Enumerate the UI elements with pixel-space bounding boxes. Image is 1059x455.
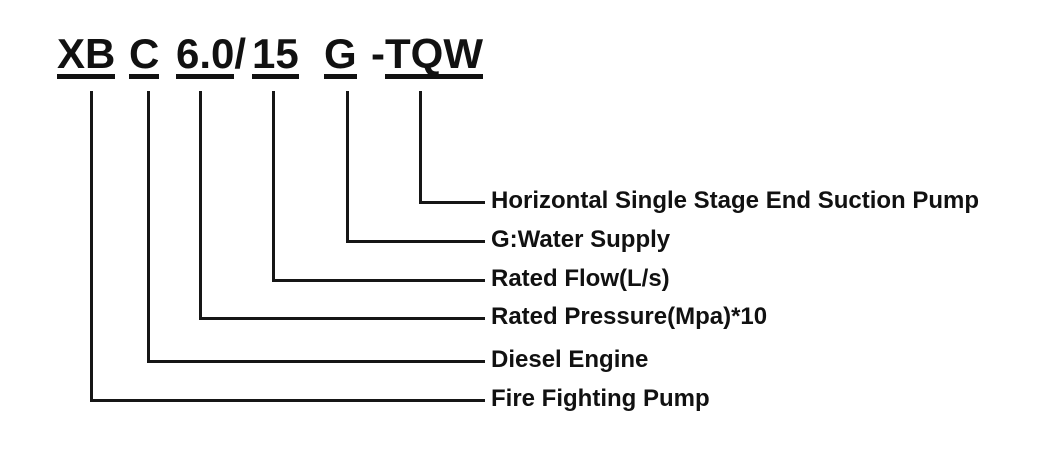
code-text-xb: XB bbox=[57, 30, 116, 79]
connector-g-water-supply bbox=[346, 91, 485, 243]
label-diesel-engine: Diesel Engine bbox=[491, 346, 649, 373]
code-separator-slash: / bbox=[234, 30, 247, 77]
connector-tqw-horizontal-pump bbox=[419, 91, 485, 204]
code-segment-tqw: -TQW bbox=[371, 30, 483, 79]
connector-xb-fire-fighting bbox=[90, 91, 485, 402]
label-rated-pressure: Rated Pressure(Mpa)*10 bbox=[491, 303, 768, 330]
connector-c-diesel-engine bbox=[147, 91, 485, 363]
code-separator-dash: - bbox=[371, 30, 385, 77]
code-segment-c: C bbox=[129, 30, 160, 79]
code-segment-6-0: 6.0/ bbox=[176, 30, 247, 79]
label-horizontal-single-stage-end-suction-pump: Horizontal Single Stage End Suction Pump bbox=[491, 187, 980, 214]
code-text-g: G bbox=[324, 30, 357, 79]
label-g-water-supply: G:Water Supply bbox=[491, 226, 671, 253]
code-segment-xb: XB bbox=[57, 30, 116, 79]
connector-6-0-rated-pressure bbox=[199, 91, 485, 320]
label-rated-flow: Rated Flow(L/s) bbox=[491, 265, 670, 292]
code-text-15: 15 bbox=[252, 30, 299, 79]
code-text-c: C bbox=[129, 30, 160, 79]
code-segment-15: 15 bbox=[252, 30, 299, 79]
label-fire-fighting-pump: Fire Fighting Pump bbox=[491, 385, 710, 412]
code-text-tqw: TQW bbox=[385, 30, 483, 79]
connector-15-rated-flow bbox=[272, 91, 485, 282]
code-text-6-0: 6.0 bbox=[176, 30, 235, 79]
code-segment-g: G bbox=[324, 30, 357, 79]
